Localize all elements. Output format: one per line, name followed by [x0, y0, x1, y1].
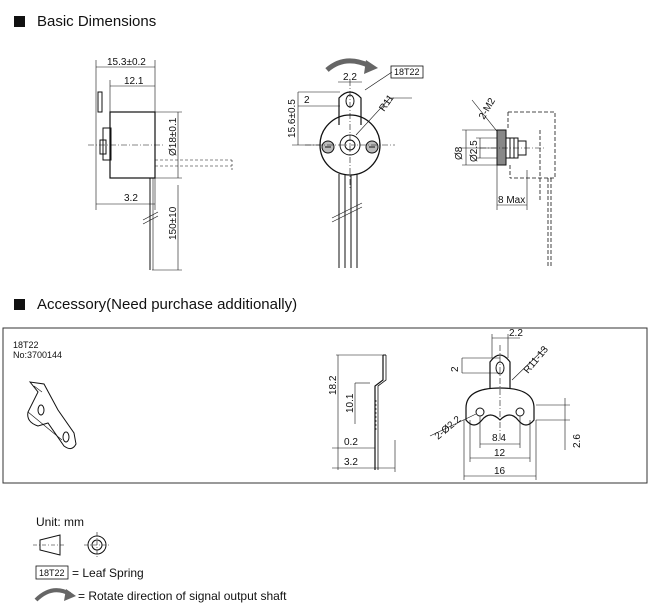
dim-dia-inner: Ø2.5 [469, 140, 480, 162]
basic-dimensions-title: Basic Dimensions [37, 13, 157, 30]
dim-acc-hole-spacing: 8.4 [492, 433, 506, 444]
dim-acc-inner-height: 10.1 [345, 393, 356, 413]
dim-acc-height: 18.2 [328, 375, 339, 395]
legend-labels: Unit: mm 18T22 = Leaf Spring = Rotate di… [36, 515, 287, 603]
dim-depth: 8 Max [498, 195, 525, 206]
dim-thread: 2-M2 [477, 96, 498, 122]
dim-width-body: 12.1 [124, 76, 144, 87]
leaf-spring-code: 18T22 [39, 568, 65, 578]
dim-tab-width: 2.2 [343, 72, 357, 83]
dim-dia-body: Ø18±0.1 [168, 117, 179, 156]
dim-acc-mid-width: 12 [494, 448, 506, 459]
dim-offset: 3.2 [124, 193, 138, 204]
dim-acc-total-width: 16 [494, 466, 506, 477]
dim-front-height: 15.6±0.5 [287, 99, 298, 138]
spring-label-box [390, 65, 424, 79]
dim-acc-thickness: 0.2 [344, 437, 358, 448]
side-view-labels: 15.3±0.2 12.1 3.2 Ø18±0.1 150±10 [107, 57, 179, 240]
dim-acc-depth: 3.2 [344, 457, 358, 468]
accessory-title: Accessory(Need purchase additionally) [37, 296, 298, 313]
unit-label: Unit: mm [36, 515, 84, 529]
heading-bullet-icon [14, 299, 25, 310]
dim-width-total: 15.3±0.2 [107, 57, 146, 68]
accessory-labels: 18T22 No:3700144 18.2 10.1 0.2 3.2 2.2 2… [13, 328, 583, 477]
leaf-spring-code-box [35, 565, 69, 580]
accessory-part-name: 18T22 [13, 340, 39, 350]
leaf-spring-text: = Leaf Spring [72, 566, 144, 580]
accessory-side-view [332, 354, 396, 472]
dim-acc-radius: R11-13 [522, 344, 551, 376]
front-view [292, 58, 412, 268]
dim-dia-outer: Ø8 [454, 146, 465, 160]
dim-acc-holes: 2-Ø2.2 [433, 414, 464, 442]
dim-acc-edge-height: 2.6 [572, 434, 583, 448]
legend [33, 532, 110, 602]
rotate-text: = Rotate direction of signal output shaf… [78, 589, 287, 603]
dim-acc-tab-height: 2 [450, 366, 461, 372]
accessory-sketch [27, 381, 77, 450]
accessory-part-no: No:3700144 [13, 350, 62, 360]
spring-label: 18T22 [394, 67, 420, 77]
accessory-top-view [429, 334, 570, 480]
shaft-view [460, 99, 556, 268]
dim-radius: R11 [377, 93, 396, 114]
side-view [88, 60, 233, 271]
dim-acc-tab-width: 2.2 [509, 328, 523, 339]
heading-bullet-icon [14, 16, 25, 27]
accessory-heading: Accessory(Need purchase additionally) [14, 296, 297, 313]
dim-tab-height: 2 [304, 95, 310, 106]
basic-dimensions-heading: Basic Dimensions [14, 13, 156, 30]
shaft-view-labels: 2-M2 Ø8 Ø2.5 8 Max [454, 96, 525, 206]
dim-lead-length: 150±10 [168, 206, 179, 240]
accessory-frame [2, 327, 648, 484]
